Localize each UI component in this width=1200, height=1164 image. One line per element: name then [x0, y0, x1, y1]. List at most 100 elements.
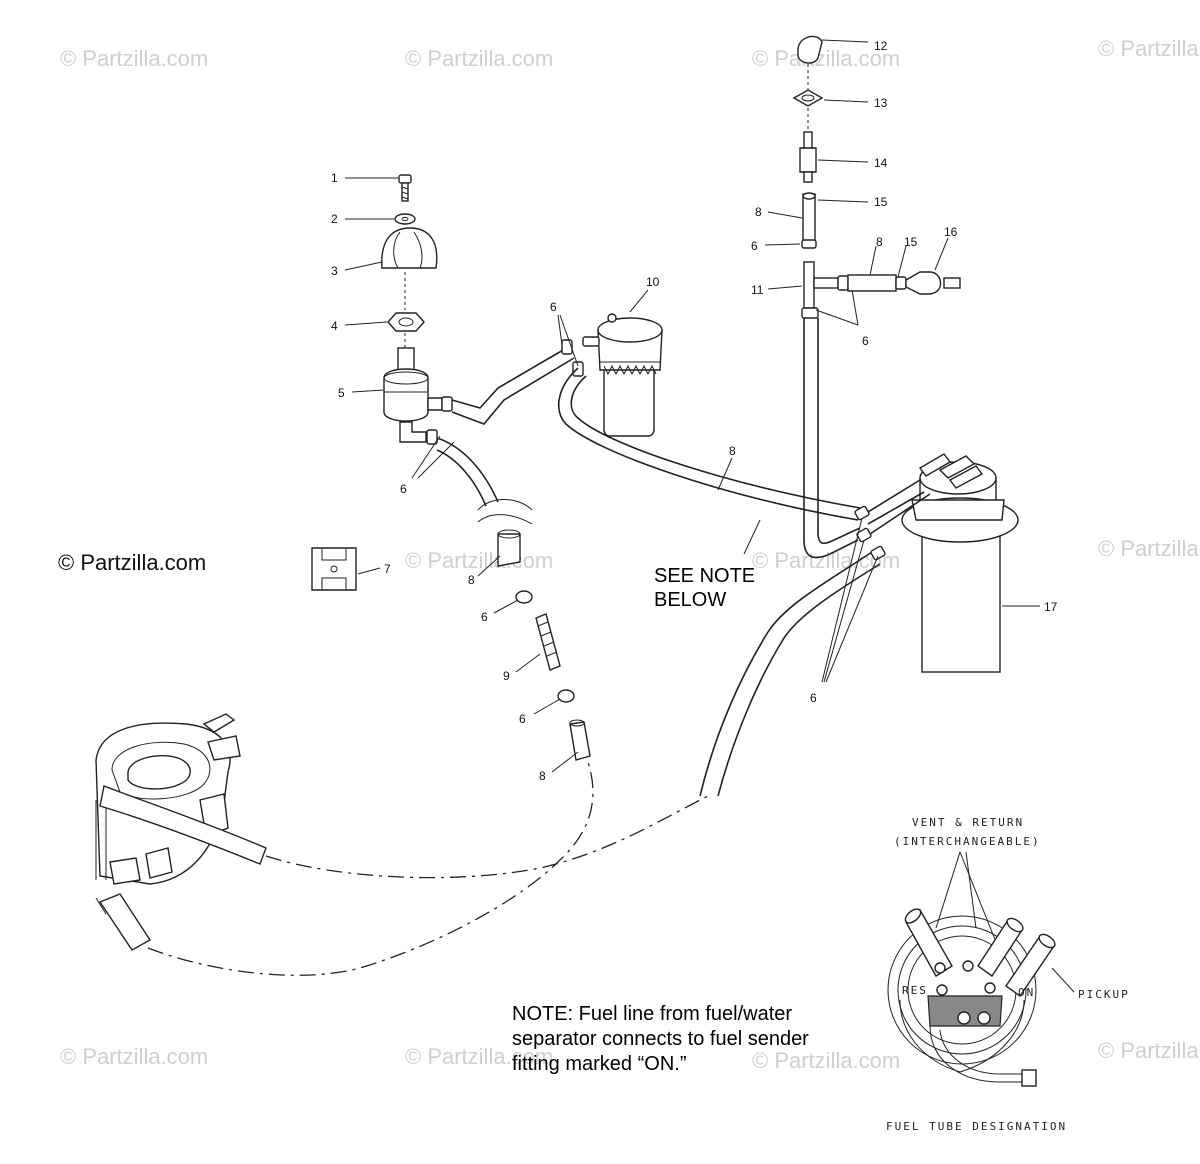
- see-note-line2: BELOW: [654, 589, 726, 611]
- leader-line: [821, 517, 863, 683]
- bolt-part-1[interactable]: [398, 174, 412, 202]
- callout-13: 13: [874, 96, 888, 110]
- hose-clamp[interactable]: [870, 545, 886, 561]
- inset-on-label: ON: [1018, 986, 1035, 999]
- note-line1: NOTE: Fuel line from fuel/water: [512, 1003, 792, 1025]
- leader-line: [351, 389, 384, 393]
- watermark: © Partzilla.com: [60, 1044, 208, 1069]
- callout-4: 4: [331, 319, 338, 333]
- note-line2: separator connects to fuel sender: [512, 1028, 809, 1050]
- hose-clamp[interactable]: [441, 396, 453, 412]
- callout-3: 3: [331, 264, 338, 278]
- fuel-hose[interactable]: [436, 437, 499, 503]
- filter-part-16[interactable]: [905, 271, 961, 295]
- callout-9: 9: [503, 669, 510, 683]
- water-separator-part-10[interactable]: [582, 313, 663, 437]
- leader-line: [934, 237, 949, 271]
- leader-line: [743, 519, 761, 555]
- leader-line: [417, 441, 455, 479]
- callout-6: 6: [810, 691, 817, 705]
- callout-10: 10: [646, 275, 660, 289]
- hose-part-8[interactable]: [497, 529, 521, 567]
- watermark: © Partzilla.com: [405, 46, 553, 71]
- fuel-filter-part-5[interactable]: [383, 347, 443, 443]
- watermark: © Partzilla.com: [1098, 36, 1200, 61]
- leader-line: [823, 99, 869, 103]
- watermark: © Partzilla.com: [405, 548, 553, 573]
- leader-line: [551, 751, 579, 773]
- clamp-part-13[interactable]: [792, 89, 824, 107]
- vent-hose[interactable]: [803, 318, 859, 559]
- tee-fitting-part-11[interactable]: [803, 261, 839, 309]
- vent-hose-part-8[interactable]: [837, 274, 907, 292]
- callout-15: 15: [904, 235, 918, 249]
- callout-6: 6: [400, 482, 407, 496]
- watermark: © Partzilla.com: [1098, 536, 1200, 561]
- inset-pickup-label: PICKUP: [1078, 988, 1130, 1001]
- inset-caption: FUEL TUBE DESIGNATION: [886, 1120, 1067, 1133]
- copyright-label: © Partzilla.com: [58, 550, 206, 575]
- hose-clamp[interactable]: [856, 527, 872, 543]
- clamp-part-6[interactable]: [801, 307, 819, 319]
- nut-part-4[interactable]: [387, 312, 425, 332]
- leader-line: [817, 199, 869, 203]
- leader-line: [821, 39, 869, 43]
- leader-line: [357, 567, 381, 575]
- vent-fitting-part-12[interactable]: [797, 35, 823, 64]
- vent-hose-part-8[interactable]: [802, 192, 816, 243]
- callout-8: 8: [539, 769, 546, 783]
- callout-15: 15: [874, 195, 888, 209]
- clamp-part-6[interactable]: [801, 239, 817, 249]
- fuel-hose-part-8[interactable]: [558, 367, 859, 521]
- clamp-part-6[interactable]: [557, 689, 575, 703]
- check-valve-part-14[interactable]: [799, 131, 817, 183]
- routing-line: [147, 761, 594, 976]
- leader-line: [817, 159, 869, 163]
- washer-part-2[interactable]: [394, 213, 416, 225]
- hose-part-8[interactable]: [569, 719, 591, 761]
- callout-14: 14: [874, 156, 888, 170]
- callout-7: 7: [384, 562, 391, 576]
- leader-line: [629, 289, 649, 313]
- leader-line: [717, 457, 733, 491]
- clip-part-7[interactable]: [311, 547, 357, 591]
- mounting-bracket-part-3[interactable]: [381, 227, 438, 269]
- callout-16: 16: [944, 225, 958, 239]
- leader-line: [493, 599, 519, 614]
- leader-line: [815, 309, 859, 326]
- callout-8: 8: [755, 205, 762, 219]
- watermark: © Partzilla.com: [752, 46, 900, 71]
- leader-line: [825, 555, 879, 683]
- callout-17: 17: [1044, 600, 1058, 614]
- hose-clamp[interactable]: [854, 505, 870, 521]
- callout-1: 1: [331, 171, 338, 185]
- fuel-hose[interactable]: [451, 345, 571, 409]
- fuel-tube-inset: VENT & RETURN (INTERCHANGEABLE) RES ON P…: [886, 816, 1130, 1133]
- leader-line: [344, 261, 383, 271]
- hose-clamp[interactable]: [426, 429, 438, 445]
- watermark: © Partzilla.com: [405, 1044, 553, 1069]
- hose-clamp[interactable]: [561, 339, 573, 355]
- callout-6: 6: [481, 610, 488, 624]
- clamp-part-6[interactable]: [515, 590, 533, 604]
- callout-6: 6: [519, 712, 526, 726]
- callout-12: 12: [874, 39, 888, 53]
- leader-line: [515, 653, 541, 673]
- watermark: © Partzilla.com: [752, 1048, 900, 1073]
- carburetor[interactable]: [95, 713, 267, 951]
- leader-line: [897, 245, 907, 278]
- routing-line: [265, 795, 709, 879]
- leader-line: [533, 698, 561, 715]
- leader-line: [559, 314, 579, 367]
- callout-5: 5: [338, 386, 345, 400]
- fuel-hose[interactable]: [699, 551, 873, 797]
- fuel-sender-part-17[interactable]: [901, 453, 1019, 673]
- leader-line: [764, 243, 801, 246]
- callout-8: 8: [729, 444, 736, 458]
- see-note-line1: SEE NOTE: [654, 565, 755, 587]
- connector-part-9[interactable]: [535, 613, 561, 671]
- leader-line: [477, 555, 501, 577]
- break-line: [477, 499, 533, 525]
